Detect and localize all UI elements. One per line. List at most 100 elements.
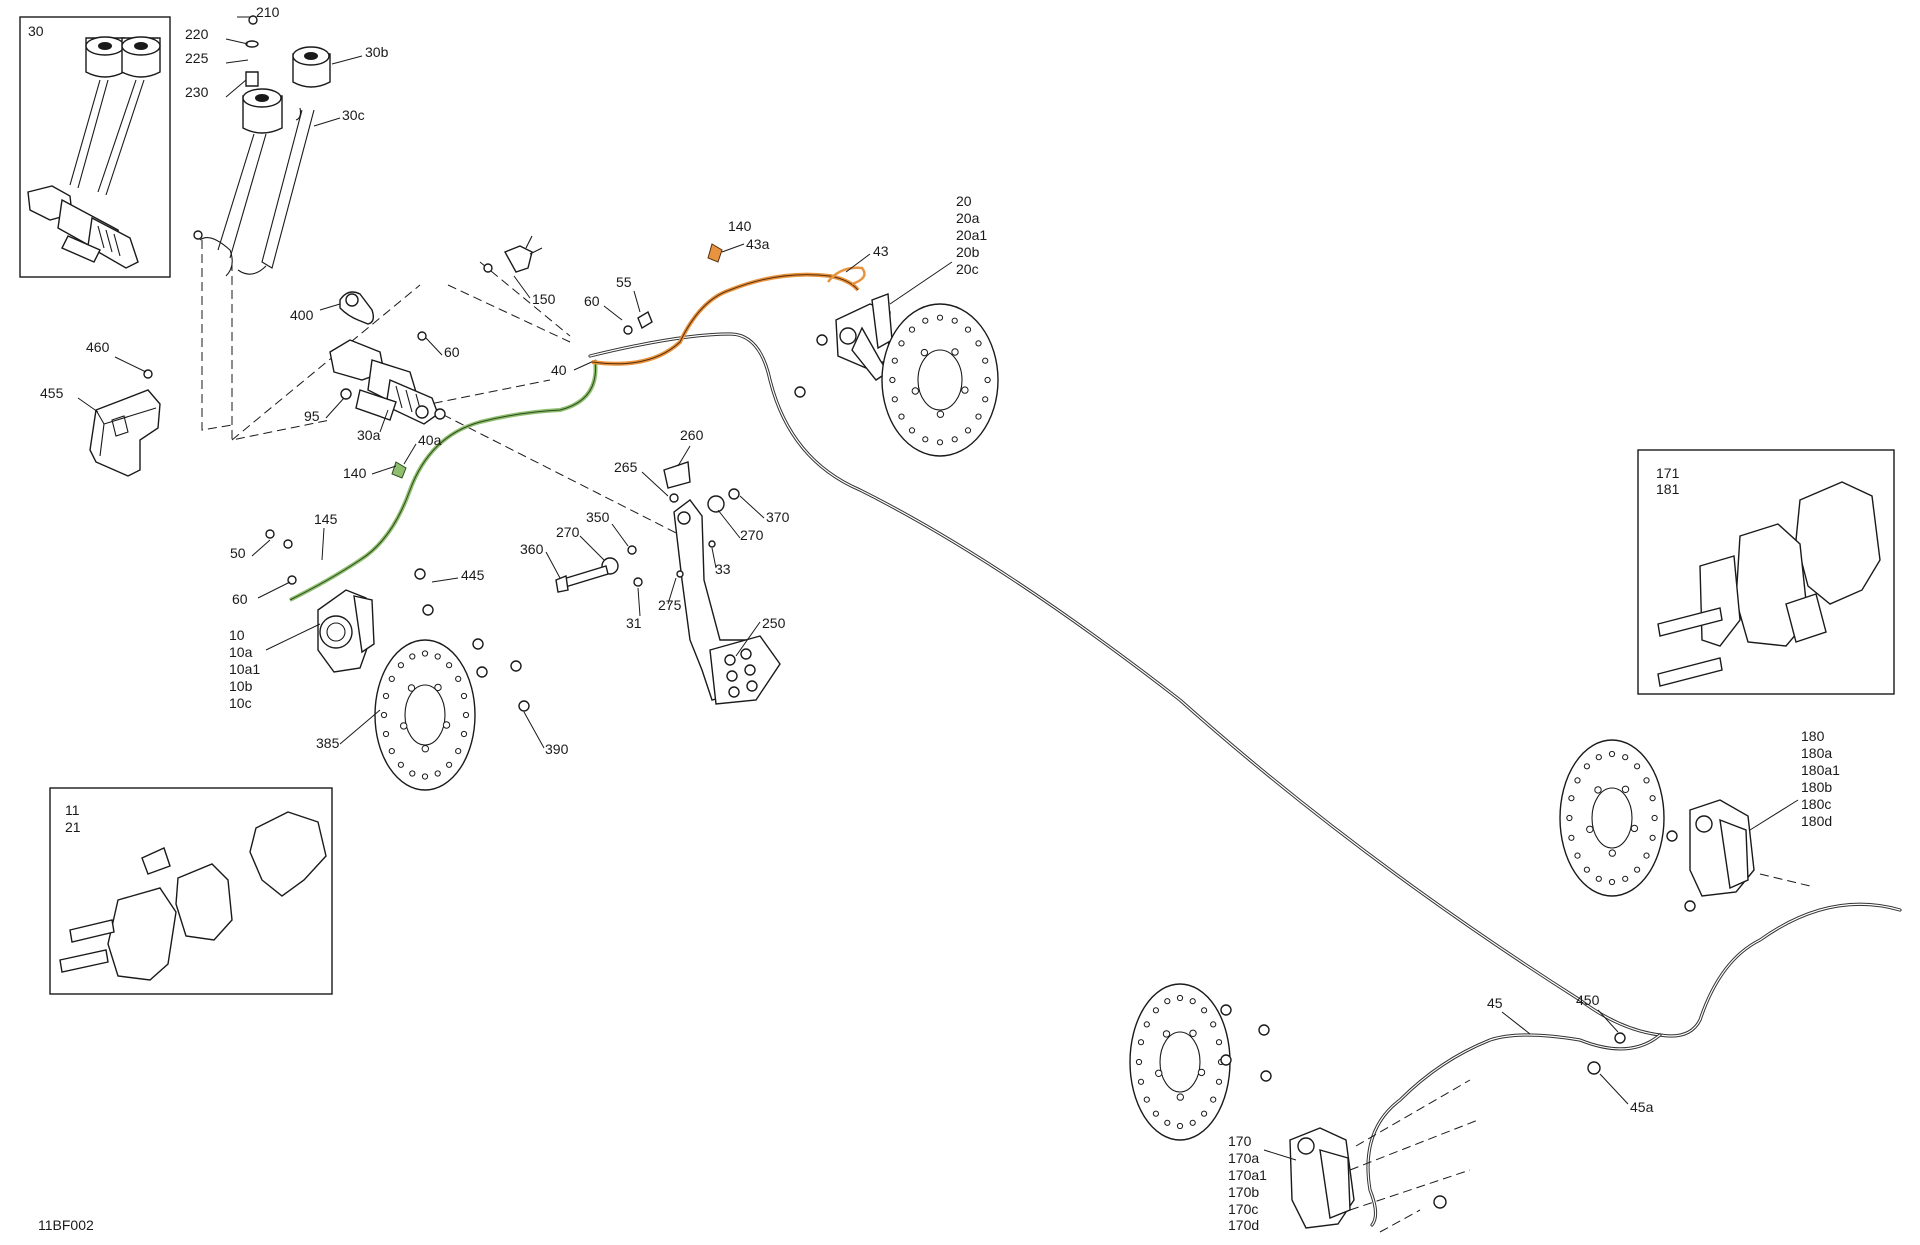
label-360: 360: [520, 541, 544, 557]
disc-hole: [1595, 875, 1602, 882]
label-11: 11: [65, 802, 80, 818]
disc-hole: [1137, 1078, 1145, 1085]
label-260: 260: [680, 427, 704, 443]
master-cylinder-detail-box: 30: [19, 16, 171, 278]
bolt-360-icon: [555, 565, 609, 593]
disc-hole: [409, 653, 416, 660]
disc-hole: [1210, 1096, 1217, 1103]
disc-hole: [922, 436, 929, 443]
label-450: 450: [1576, 992, 1600, 1008]
disc-mount-hole: [1608, 849, 1617, 857]
brake-line-fittings-50-60: [265, 529, 297, 585]
front-right-disc: [881, 303, 999, 457]
disc-hole: [908, 427, 916, 434]
front-left-brake-line-40a: [289, 359, 598, 602]
rear-left-caliper-170: [1289, 1127, 1355, 1229]
label-33: 33: [715, 561, 731, 577]
banjo-150: [483, 235, 543, 273]
label-170b: 170b: [1228, 1184, 1259, 1200]
disc-hole: [951, 436, 958, 443]
disc-hole: [1595, 754, 1602, 761]
label-275: 275: [658, 597, 682, 613]
disc-hole: [1215, 1039, 1223, 1046]
label-43: 43: [873, 243, 889, 259]
label-60-3: 60: [232, 591, 248, 607]
disc-hole: [446, 761, 453, 768]
label-400: 400: [290, 307, 314, 323]
front-right-brake-line-43: [591, 243, 866, 366]
label-30: 30: [28, 23, 44, 39]
rear-right-disc: [1559, 739, 1665, 897]
disc-mount-hole: [407, 684, 416, 692]
label-171: 171: [1656, 465, 1680, 481]
label-370: 370: [766, 509, 790, 525]
label-250: 250: [762, 615, 786, 631]
label-50: 50: [230, 545, 246, 561]
disc-hole: [1622, 875, 1629, 882]
disc-mount-hole: [1155, 1069, 1163, 1078]
disc-hole: [1566, 814, 1573, 822]
master-cylinder-30a: [329, 339, 446, 425]
label-10a: 10a: [229, 644, 253, 660]
disc-hole: [1135, 1058, 1143, 1066]
disc-hole: [1574, 777, 1581, 784]
label-45a: 45a: [1630, 1099, 1654, 1115]
disc-hole: [1574, 852, 1581, 859]
label-270: 270: [556, 524, 580, 540]
washer-350-icon: [627, 545, 637, 555]
disc-hole: [1201, 1007, 1208, 1014]
assembly-dashed-lines: [201, 240, 691, 541]
label-10a1: 10a1: [229, 661, 260, 677]
label-210: 210: [256, 4, 280, 20]
label-230: 230: [185, 84, 209, 100]
disc-hole: [898, 413, 905, 420]
bolt-95-icon: [340, 388, 352, 400]
fastener-450-icon: [1614, 1032, 1626, 1044]
disc-mount-hole: [434, 683, 442, 692]
disc-hole: [1201, 1110, 1208, 1117]
label-170: 170: [1228, 1133, 1252, 1149]
disc-hole: [455, 675, 462, 683]
disc-mount-hole: [442, 721, 451, 729]
disc-mount-hole: [400, 722, 408, 730]
label-181: 181: [1656, 481, 1680, 497]
reservoir-bracket-400: [339, 291, 375, 325]
bolt-370-icon: [728, 488, 740, 500]
disc-hole: [382, 692, 390, 700]
clip-40a-icon: [391, 461, 407, 479]
label-180b: 180b: [1801, 779, 1832, 795]
disc-hole: [982, 357, 989, 364]
disc-mount-hole: [936, 410, 945, 418]
disc-hole: [1634, 763, 1641, 770]
diagram-code: 11BF002: [38, 1217, 94, 1233]
disc-hole: [982, 396, 989, 403]
disc-mount-hole: [1586, 825, 1594, 833]
disc-hole: [1164, 1119, 1171, 1126]
disc-hole: [1143, 1021, 1150, 1028]
label-10: 10: [229, 627, 245, 643]
pedal-spring-260: [663, 461, 691, 489]
disc-hole: [1215, 1078, 1223, 1085]
disc-hole: [460, 730, 468, 738]
label-170a1: 170a1: [1228, 1167, 1267, 1183]
reservoir-set: [193, 15, 331, 277]
label-270-2: 270: [740, 527, 764, 543]
disc-hole: [434, 770, 441, 777]
disc-mount-hole: [1162, 1030, 1171, 1038]
disc-hole: [1189, 1119, 1196, 1126]
rear-left-disc: [1129, 983, 1231, 1141]
disc-mount-hole: [1621, 785, 1630, 793]
disc-hole: [382, 730, 390, 738]
disc-hole: [1643, 852, 1650, 859]
disc-hole: [1622, 754, 1629, 761]
disc-hole: [984, 376, 991, 384]
label-140-2: 140: [728, 218, 752, 234]
label-20a1: 20a1: [956, 227, 987, 243]
washer-60-icon: [417, 331, 427, 341]
disc-mount-hole: [911, 387, 919, 395]
disc-hole: [1568, 834, 1575, 841]
disc-hole: [1634, 866, 1641, 873]
disc-hole: [1210, 1021, 1217, 1028]
disc-hole: [889, 376, 896, 384]
